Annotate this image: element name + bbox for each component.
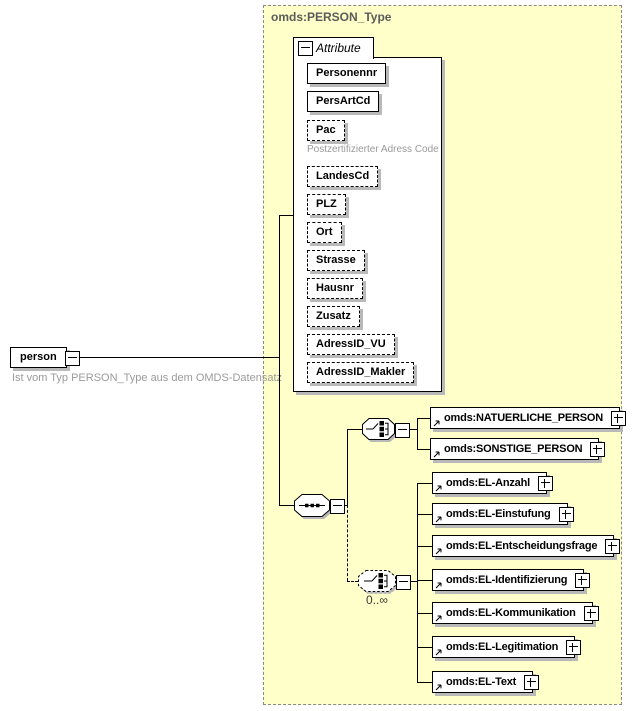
connector-line <box>417 418 430 419</box>
connector-line <box>417 580 432 581</box>
element-el-einstufung[interactable]: omds:EL-Einstufung <box>432 503 574 525</box>
choice-indicator[interactable] <box>362 418 395 440</box>
expand-icon[interactable] <box>537 476 553 491</box>
attribute-label: Zusatz <box>316 310 351 322</box>
element-el-kommunikation[interactable]: omds:EL-Kommunikation <box>432 602 599 624</box>
reference-arrow-icon <box>435 582 442 589</box>
attribute-group-label: Attribute <box>316 41 361 55</box>
expand-icon[interactable] <box>611 411 626 426</box>
connector-line <box>75 357 279 358</box>
container-title: omds:PERSON_Type <box>271 10 392 24</box>
element-el-text[interactable]: omds:EL-Text <box>432 671 540 693</box>
collapse-icon[interactable] <box>64 351 80 366</box>
connector-line <box>417 682 432 683</box>
connector-line <box>417 418 418 450</box>
connector-line <box>279 215 293 216</box>
element-label: omds:EL-Einstufung <box>446 508 551 520</box>
attribute-label: Ort <box>316 226 333 238</box>
connector-line <box>343 505 348 506</box>
connector-line <box>409 581 417 582</box>
connector-line-dashed <box>347 505 348 581</box>
connector-line <box>417 483 418 683</box>
element-label: omds:EL-Kommunikation <box>446 607 576 619</box>
sequence-indicator[interactable] <box>294 494 330 517</box>
attribute-hausnr[interactable]: Hausnr <box>307 278 363 299</box>
attribute-adressid-makler[interactable]: AdressID_Makler <box>307 362 415 383</box>
connector-line <box>417 483 432 484</box>
reference-arrow-icon <box>435 548 442 555</box>
attribute-label: Pac <box>316 124 336 136</box>
attribute-label: Personennr <box>316 67 378 79</box>
element-label: omds:EL-Legitimation <box>446 641 559 653</box>
expand-icon[interactable] <box>524 675 540 690</box>
attribute-label: AdressID_VU <box>316 338 386 350</box>
attribute-label: PersArtCd <box>316 95 371 107</box>
connector-line <box>279 215 280 506</box>
element-el-identifizierung[interactable]: omds:EL-Identifizierung <box>432 569 591 591</box>
element-label: omds:NATUERLICHE_PERSON <box>444 412 603 424</box>
collapse-icon[interactable] <box>395 423 410 438</box>
attribute-label: Strasse <box>316 254 356 266</box>
reference-arrow-icon <box>435 615 442 622</box>
attribute-landescd[interactable]: LandesCd <box>307 166 379 187</box>
attribute-label: Hausnr <box>316 282 354 294</box>
attribute-persartcd[interactable]: PersArtCd <box>307 91 380 112</box>
occurrence-label: 0..∞ <box>366 593 388 607</box>
expand-icon[interactable] <box>605 539 621 554</box>
element-natuerliche-person[interactable]: omds:NATUERLICHE_PERSON <box>430 407 626 429</box>
attribute-pac-annotation: Postzertifizierter Adress Code <box>307 144 439 155</box>
element-label: omds:EL-Text <box>446 676 517 688</box>
attribute-label: AdressID_Makler <box>316 366 406 378</box>
expand-icon[interactable] <box>583 606 599 621</box>
attribute-strasse[interactable]: Strasse <box>307 250 365 271</box>
expand-icon[interactable] <box>590 442 606 457</box>
reference-arrow-icon <box>433 451 440 458</box>
connector-line <box>279 505 294 506</box>
attribute-label: LandesCd <box>316 170 370 182</box>
choice-icon <box>364 573 388 589</box>
attribute-zusatz[interactable]: Zusatz <box>307 306 360 327</box>
expand-icon[interactable] <box>558 507 574 522</box>
element-label: omds:EL-Identifizierung <box>446 574 568 586</box>
connector-line <box>417 647 432 648</box>
reference-arrow-icon <box>433 420 440 427</box>
person-element-node[interactable]: person <box>10 347 80 368</box>
choice-indicator-optional[interactable] <box>358 570 396 592</box>
collapse-icon[interactable] <box>298 41 313 56</box>
element-label: omds:EL-Entscheidungsfrage <box>446 540 598 552</box>
expand-icon[interactable] <box>575 573 591 588</box>
reference-arrow-icon <box>435 516 442 523</box>
element-sonstige-person[interactable]: omds:SONSTIGE_PERSON <box>430 438 606 460</box>
element-label: omds:EL-Anzahl <box>446 477 530 489</box>
connector-line <box>417 449 430 450</box>
connector-line <box>347 429 362 430</box>
attribute-group-tab[interactable]: Attribute <box>293 37 374 59</box>
element-el-legitimation[interactable]: omds:EL-Legitimation <box>432 636 582 658</box>
sequence-icon <box>299 503 325 508</box>
choice-icon <box>366 421 389 437</box>
reference-arrow-icon <box>435 485 442 492</box>
connector-line <box>417 514 432 515</box>
connector-line <box>417 546 432 547</box>
expand-icon[interactable] <box>566 640 582 655</box>
attribute-ort[interactable]: Ort <box>307 222 342 243</box>
attribute-pac[interactable]: Pac <box>307 120 345 141</box>
attribute-adressid-vu[interactable]: AdressID_VU <box>307 334 395 355</box>
connector-line-dashed <box>347 581 358 582</box>
connector-line <box>408 429 417 430</box>
connector-line <box>417 613 432 614</box>
reference-arrow-icon <box>435 684 442 691</box>
person-element-label: person <box>20 351 57 363</box>
element-label: omds:SONSTIGE_PERSON <box>444 443 583 455</box>
attribute-plz[interactable]: PLZ <box>307 194 346 215</box>
person-annotation: Ist vom Typ PERSON_Type aus dem OMDS-Dat… <box>12 372 283 384</box>
element-el-anzahl[interactable]: omds:EL-Anzahl <box>432 472 553 494</box>
element-el-entscheidungsfrage[interactable]: omds:EL-Entscheidungsfrage <box>432 535 621 557</box>
attribute-personennr[interactable]: Personennr <box>307 63 387 84</box>
collapse-icon[interactable] <box>396 575 411 590</box>
reference-arrow-icon <box>435 649 442 656</box>
collapse-icon[interactable] <box>330 499 345 514</box>
attribute-label: PLZ <box>316 198 337 210</box>
connector-line <box>347 429 348 506</box>
